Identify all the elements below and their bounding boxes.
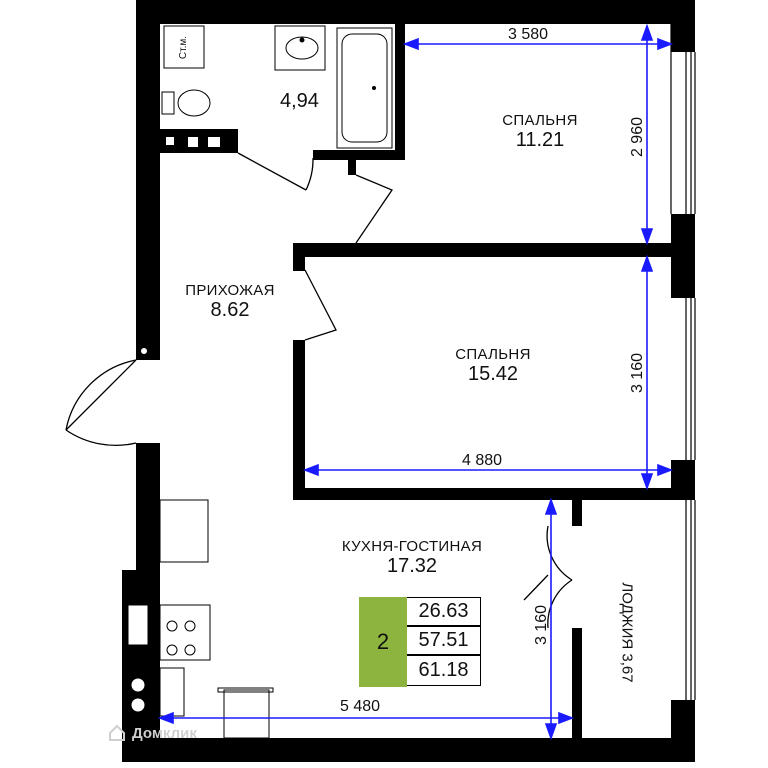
windows	[670, 24, 696, 700]
dim-kitchen-height: 3 160	[533, 604, 550, 646]
dim-bedroom1-height: 2 960	[629, 116, 646, 158]
bedroom2-label: СПАЛЬНЯ 15.42	[438, 346, 548, 386]
room-count-badge: 2	[359, 597, 407, 687]
living-area-cell: 26.63	[407, 597, 481, 626]
total-with-loggia-cell: 61.18	[407, 655, 481, 686]
bathroom-fixtures	[161, 25, 393, 149]
bedroom1-name: СПАЛЬНЯ	[502, 112, 578, 129]
bedroom2-name: СПАЛЬНЯ	[455, 346, 531, 363]
bedroom1-label: СПАЛЬНЯ 11.21	[485, 112, 595, 152]
kitchen-name: КУХНЯ-ГОСТИНАЯ	[341, 538, 483, 555]
house-icon	[109, 724, 125, 741]
kitchen-area: 17.32	[386, 555, 438, 577]
hall-name: ПРИХОЖАЯ	[185, 282, 275, 299]
kitchen-fixtures	[159, 499, 274, 739]
walls	[122, 0, 695, 762]
dim-bedroom2-height: 3 160	[629, 352, 646, 394]
wc-area: 4,94	[280, 90, 319, 112]
bedroom1-area: 11.21	[515, 129, 565, 151]
washing-machine-icon	[163, 25, 205, 69]
hall-area: 8.62	[210, 299, 250, 321]
loggia-label: ЛОДЖИЯ 3,67	[618, 582, 636, 683]
dim-bedroom1-width: 3 580	[508, 26, 549, 43]
doors	[65, 152, 573, 629]
total-area-cell: 57.51	[407, 626, 481, 655]
bedroom2-area: 15.42	[467, 363, 519, 385]
hall-label: ПРИХОЖАЯ 8.62	[170, 282, 290, 322]
dim-bedroom2-width: 4 880	[462, 452, 503, 469]
kitchen-label: КУХНЯ-ГОСТИНАЯ 17.32	[322, 538, 502, 578]
appliance-cutouts	[127, 604, 149, 713]
watermark: Домклик	[108, 724, 197, 742]
area-summary-table: 2 26.63 57.51 61.18	[359, 597, 483, 687]
dimension-lines	[157, 23, 674, 741]
wall-holes	[141, 137, 220, 354]
fixture-label-stm: Ст.м.	[178, 35, 190, 60]
watermark-text: Домклик	[132, 724, 197, 742]
dim-kitchen-width: 5 480	[340, 698, 381, 715]
